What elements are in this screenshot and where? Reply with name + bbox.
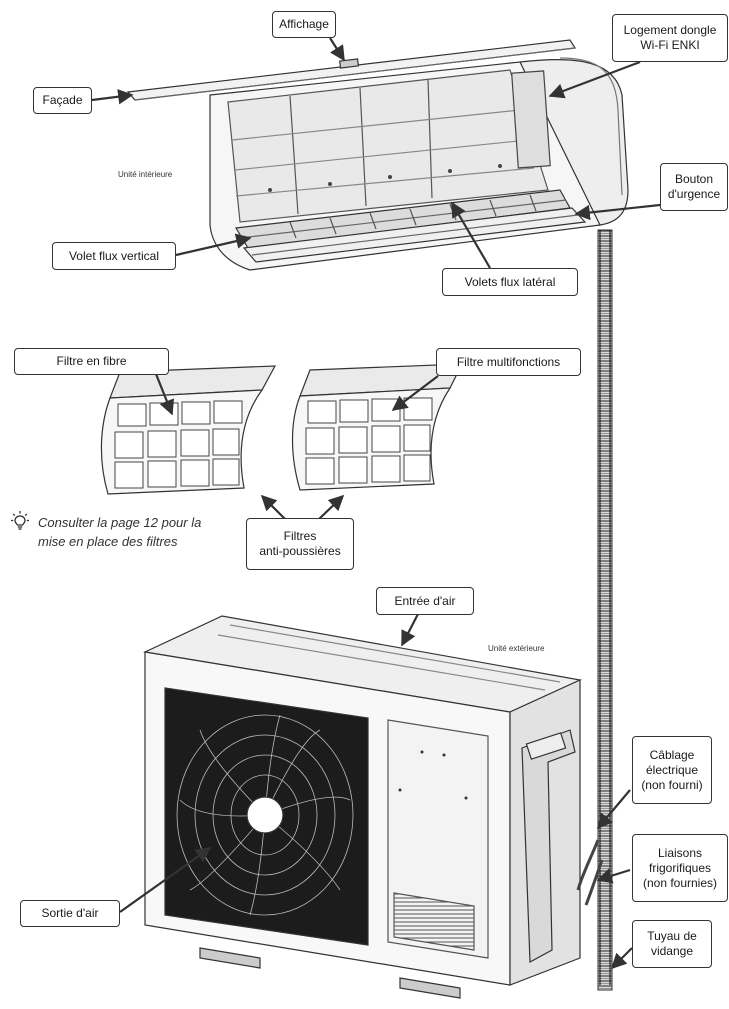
callout-cablage-electrique: Câblage électrique (non fourni) xyxy=(632,736,712,804)
callout-liaisons-frigorifiques: Liaisons frigorifiques (non fournies) xyxy=(632,834,728,902)
filter-note: Consulter la page 12 pour la mise en pla… xyxy=(38,515,202,549)
callout-entree-air: Entrée d'air xyxy=(376,587,474,615)
callout-filtre-multifonctions: Filtre multifonctions xyxy=(436,348,581,376)
leader-lines xyxy=(91,37,661,970)
multifunction-filter xyxy=(291,363,463,491)
callout-bouton-urgence: Bouton d'urgence xyxy=(660,163,728,211)
callout-logement-dongle: Logement dongle Wi-Fi ENKI xyxy=(612,14,728,62)
fibre-filter xyxy=(100,365,277,495)
callout-volets-lateral: Volets flux latéral xyxy=(442,268,578,296)
lightbulb-icon xyxy=(11,511,29,530)
indoor-unit-label: Unité intérieure xyxy=(118,170,173,179)
outdoor-unit xyxy=(142,615,582,999)
outdoor-unit-label: Unité extérieure xyxy=(488,644,545,653)
indoor-unit xyxy=(126,39,629,271)
callout-facade: Façade xyxy=(33,87,92,114)
callout-tuyau-vidange: Tuyau de vidange xyxy=(632,920,712,968)
callout-filtre-fibre: Filtre en fibre xyxy=(14,348,169,375)
callout-volet-vertical: Volet flux vertical xyxy=(52,242,176,270)
callout-sortie-air: Sortie d'air xyxy=(20,900,120,927)
callout-filtres-anti-poussieres: Filtres anti-poussières xyxy=(246,518,354,570)
refrigerant-pipes xyxy=(576,229,613,991)
callout-affichage: Affichage xyxy=(272,11,336,38)
